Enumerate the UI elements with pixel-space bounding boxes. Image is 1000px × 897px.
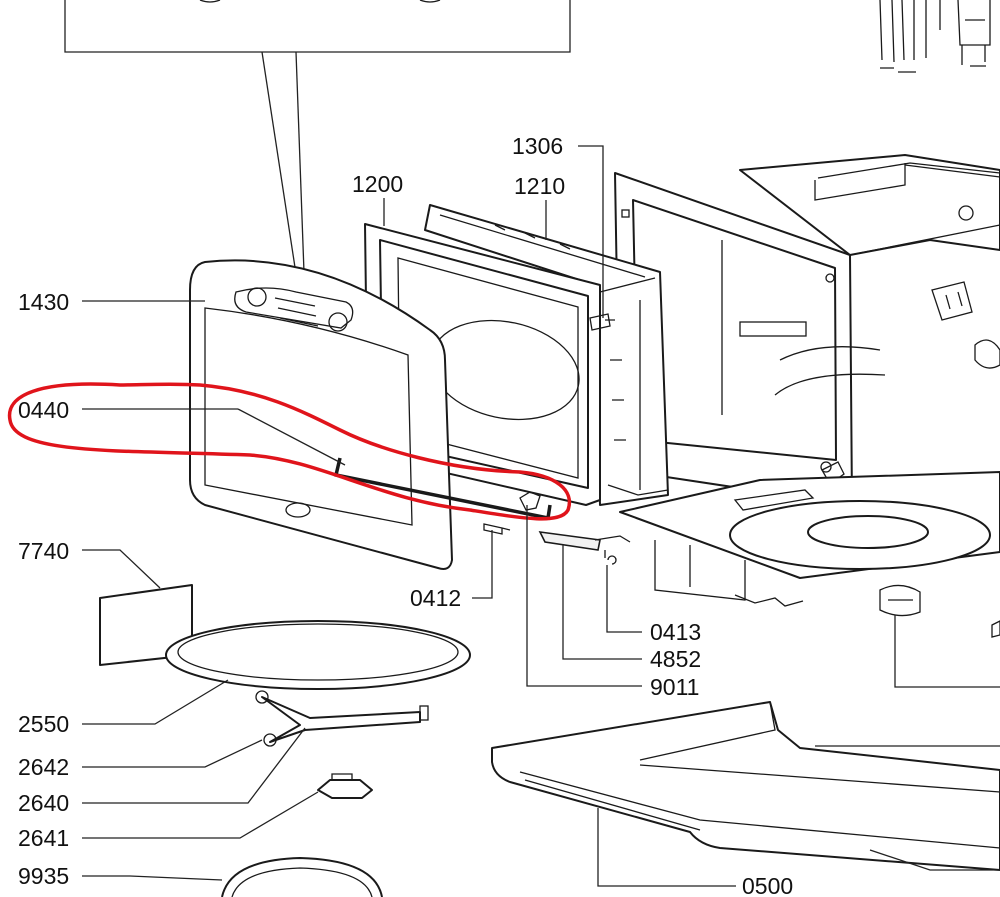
label-2642: 2642	[18, 754, 69, 780]
part-0500-tray	[491, 701, 1000, 871]
door-frame-1210	[424, 204, 669, 506]
label-1306: 1306	[512, 133, 563, 159]
top-right-bracket-part	[879, 0, 991, 73]
part-2550-ring	[165, 620, 471, 690]
cavity-base	[619, 471, 1000, 638]
label-7740: 7740	[18, 538, 69, 564]
microwave-cavity	[614, 154, 1000, 506]
red-highlight-outline	[7, 382, 572, 521]
label-1200: 1200	[352, 171, 403, 197]
label-1430: 1430	[18, 289, 69, 315]
part-4852-lever	[538, 531, 631, 558]
top-callout-box	[64, 0, 571, 301]
label-0413: 0413	[650, 619, 701, 645]
part-0440-rod	[333, 457, 552, 521]
label-1210: 1210	[514, 173, 565, 199]
label-2640: 2640	[18, 790, 69, 816]
label-0440: 0440	[18, 397, 69, 423]
label-2550: 2550	[18, 711, 69, 737]
label-9935: 9935	[18, 863, 69, 889]
part-labels: 1430 1200 1210 1306 0440 7740 0412 0413 …	[18, 133, 793, 897]
label-4852: 4852	[650, 646, 701, 672]
label-2641: 2641	[18, 825, 69, 851]
part-0413-clip	[607, 555, 617, 565]
label-0500: 0500	[742, 873, 793, 897]
label-9011: 9011	[650, 674, 699, 700]
label-0412: 0412	[410, 585, 461, 611]
leader-lines	[82, 145, 1000, 887]
part-9935-plate	[221, 857, 383, 897]
part-2640-roller-support	[255, 690, 429, 747]
part-0412-screw	[483, 523, 511, 535]
part-2641-coupler	[317, 773, 373, 799]
